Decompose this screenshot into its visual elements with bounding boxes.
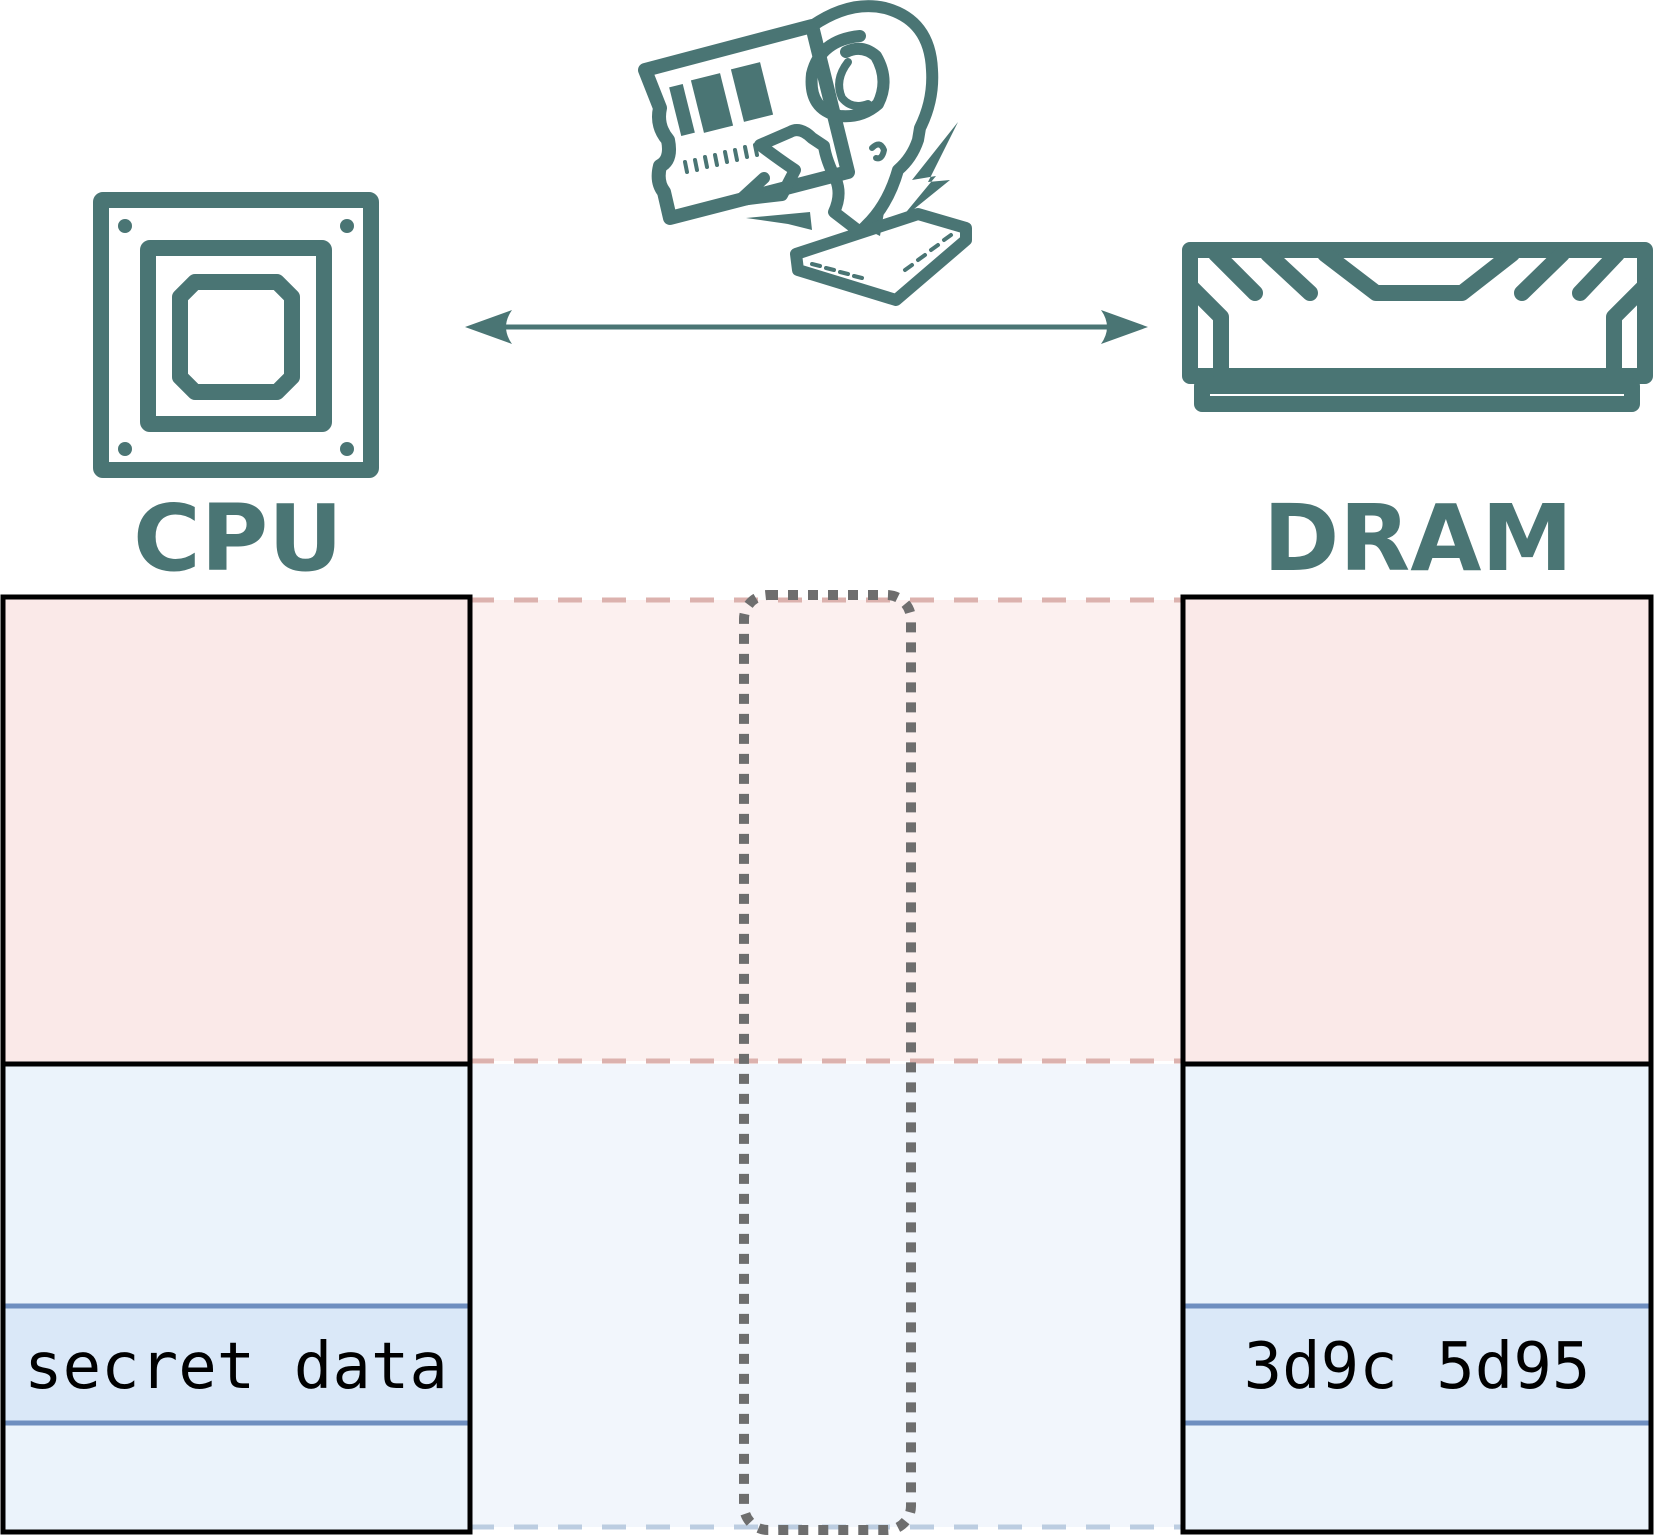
- bus-bottom-band: [470, 1064, 1183, 1527]
- ram-attacking-memory-icon: [638, 0, 972, 306]
- dram-bottom-block: [1183, 1064, 1649, 1530]
- cpu-top-block: [5, 597, 470, 1064]
- cpu-chip-icon: [93, 192, 379, 478]
- top-memory-region: [5, 597, 1649, 1064]
- bottom-memory-region: [5, 1064, 1649, 1530]
- bidirectional-arrow: [465, 310, 1148, 344]
- dram-label: DRAM: [1263, 485, 1573, 592]
- block-outlines: [0, 594, 1654, 1535]
- cpu-cell-value: secret data: [24, 1330, 448, 1404]
- cpu-bottom-block: [5, 1064, 470, 1530]
- dram-cell-value: 3d9c 5d95: [1244, 1330, 1591, 1404]
- dotted-transfer-outline: [739, 590, 916, 1535]
- dram-top-block: [1183, 597, 1649, 1064]
- cpu-data-cell: secret data: [0, 1303, 473, 1426]
- dram-data-cell: 3d9c 5d95: [1180, 1303, 1654, 1426]
- bus-top-band: [470, 600, 1183, 1061]
- ram-module-icon: [1182, 242, 1653, 412]
- cpu-label: CPU: [133, 485, 343, 592]
